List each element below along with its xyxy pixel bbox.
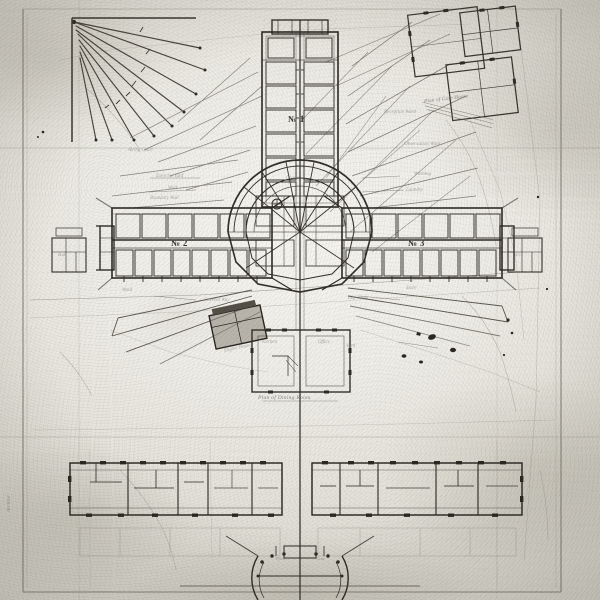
survey-boundary-lines bbox=[29, 23, 557, 590]
west-wing-partition-ticks bbox=[123, 276, 258, 282]
west-wing-cells-lower bbox=[115, 249, 267, 277]
lower-range-east-openings bbox=[322, 461, 524, 517]
ink-blots bbox=[37, 130, 549, 364]
west-wing-end-pavilion bbox=[96, 225, 115, 271]
northwest-radiating-rays bbox=[73, 21, 206, 141]
lower-range-west bbox=[69, 462, 283, 516]
lower-range-east bbox=[311, 462, 523, 516]
south-detached-block bbox=[251, 329, 351, 393]
lower-range-ghost-plan bbox=[79, 527, 517, 557]
gatehouse-detail-shading bbox=[422, 101, 494, 129]
west-wing-cells-upper bbox=[115, 213, 271, 239]
gatehouse-detail-openings bbox=[408, 5, 520, 84]
south-approach-walls bbox=[180, 535, 420, 587]
south-rotunda-piers bbox=[256, 552, 344, 578]
northwest-boundary-wall bbox=[71, 17, 196, 142]
central-corridor-spine bbox=[295, 20, 305, 600]
north-wing-cell-doors bbox=[296, 69, 304, 167]
annotation-leader-lines bbox=[147, 175, 439, 349]
sheet-border bbox=[22, 8, 562, 593]
south-entrance-rotunda bbox=[251, 545, 349, 600]
north-wing-hatch bbox=[262, 18, 338, 38]
southeast-radiating-rays bbox=[347, 287, 509, 347]
northwest-ray-terminals bbox=[71, 19, 207, 142]
east-outbuilding bbox=[507, 227, 543, 273]
east-wing-splay-wall bbox=[321, 195, 519, 291]
gatehouse-detail-block bbox=[406, 5, 522, 122]
east-wing-partition-ticks bbox=[353, 276, 488, 282]
north-wing-cells bbox=[265, 37, 335, 197]
northwest-ray-ticks bbox=[104, 26, 151, 109]
east-wing-cells-lower bbox=[345, 249, 497, 277]
northwest-secondary-rays bbox=[111, 57, 263, 209]
west-wing-splay-wall bbox=[95, 195, 293, 291]
south-block-openings bbox=[250, 328, 352, 394]
east-wing-cells-upper bbox=[345, 213, 501, 239]
lower-range-west-openings bbox=[68, 461, 274, 517]
northeast-diagonal-bands bbox=[299, 13, 471, 253]
west-outbuilding bbox=[51, 227, 87, 273]
